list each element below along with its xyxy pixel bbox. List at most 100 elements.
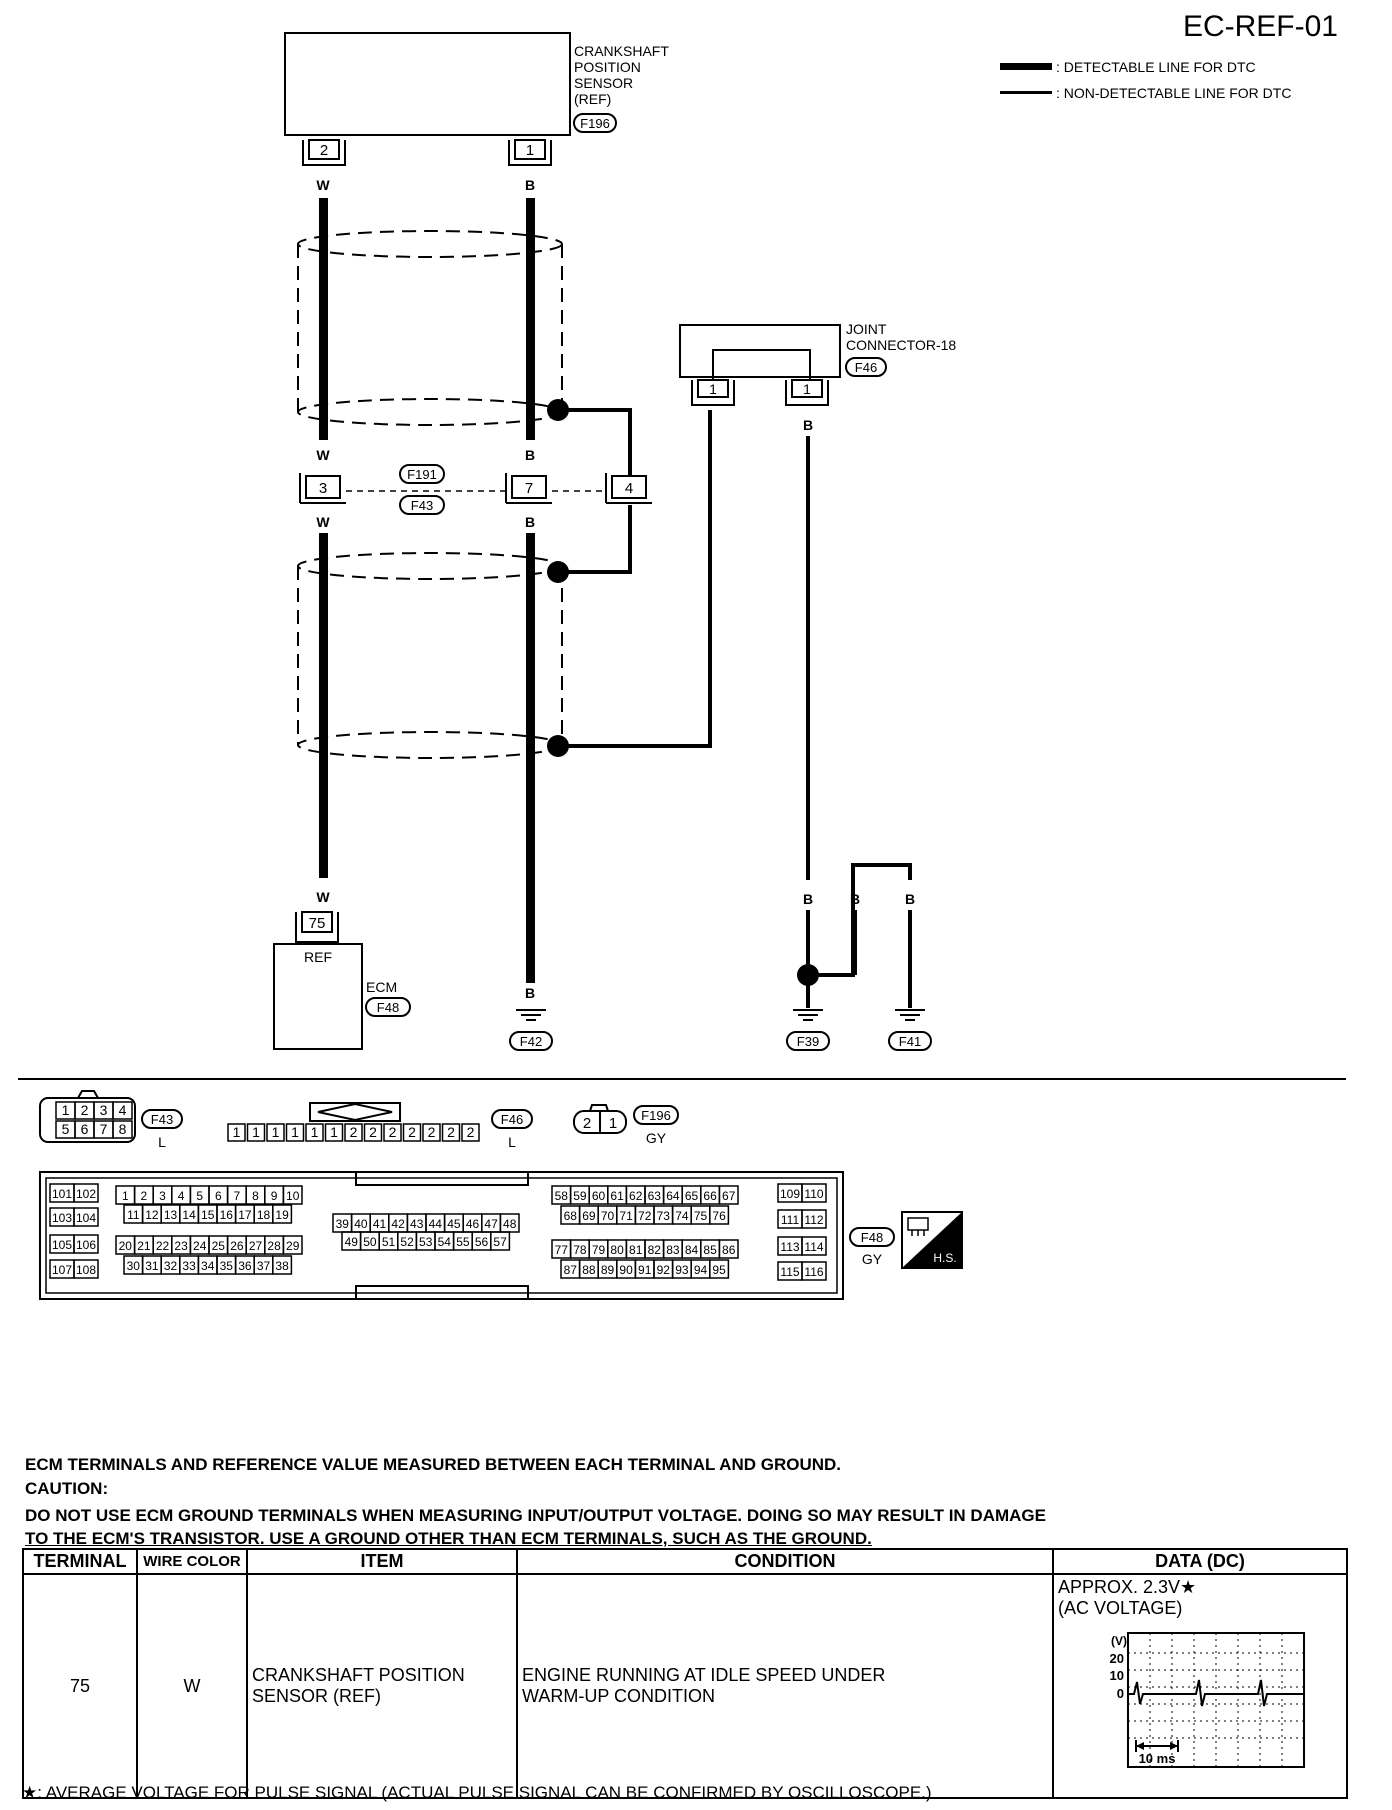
ecm-connector-id: F48 [377, 1000, 399, 1015]
connector-face-f196: 2 1 [573, 1104, 627, 1134]
f196-id: F196 [641, 1108, 671, 1123]
td-terminal: 75 [22, 1573, 138, 1799]
f48-pin-5: 5 [196, 1189, 203, 1203]
wire-color-w-4: W [316, 889, 330, 905]
f48-pin-39: 39 [336, 1217, 350, 1231]
f48-pin-67-cell [718, 1185, 739, 1205]
sensor-name-1: CRANKSHAFT [574, 43, 669, 59]
ecm-pin-housing [295, 912, 339, 943]
ecm-ref-label: REF [304, 949, 332, 965]
f48-pin-32: 32 [164, 1259, 178, 1273]
f48-pin-108-cell [73, 1259, 99, 1279]
inline-pin-b: 7 [525, 480, 533, 497]
f48-pin-110-cell [801, 1183, 827, 1203]
f48-pin-1: 1 [122, 1189, 129, 1203]
th-data: DATA (DC) [1052, 1548, 1348, 1575]
joint-internal-link [712, 349, 811, 393]
f48-pin-80: 80 [610, 1243, 624, 1257]
f43-pin-2: 2 [81, 1102, 89, 1118]
f43-pin-3: 3 [100, 1102, 108, 1118]
f48-pin-42: 42 [391, 1217, 405, 1231]
f48-pin-95: 95 [712, 1263, 726, 1277]
f48-pin-55: 55 [456, 1235, 470, 1249]
wire-color-w-1: W [316, 177, 330, 193]
wire-w-lower [319, 533, 328, 878]
f48-pin-57-cell [490, 1231, 511, 1251]
f48-pin-62: 62 [629, 1189, 643, 1203]
f48-pin-85: 85 [703, 1243, 717, 1257]
f48-pin-116: 116 [804, 1265, 823, 1279]
f46-pin-10-cell [402, 1123, 422, 1142]
sensor-pin-housing-right [508, 140, 552, 166]
f48-pin-59: 59 [573, 1189, 587, 1203]
f48-pin-81: 81 [629, 1243, 643, 1257]
f46-pin-1-cell [227, 1123, 246, 1142]
f48-pin-68: 68 [564, 1209, 578, 1223]
f48-pin-94: 94 [694, 1263, 708, 1277]
f43-pin-4: 4 [119, 1102, 127, 1118]
f48-pin-17: 17 [238, 1208, 252, 1222]
f43-oval [141, 1109, 183, 1129]
th-terminal: TERMINAL [22, 1548, 138, 1575]
shield-upper [297, 230, 563, 426]
f48-pin-7: 7 [234, 1189, 241, 1203]
f46-pin-3: 1 [272, 1124, 280, 1140]
f46-pin-7: 2 [350, 1124, 358, 1140]
wire-w-upper [319, 198, 328, 440]
sensor-pin-left-label: 2 [320, 142, 328, 159]
f48-pin-108: 108 [76, 1263, 96, 1277]
f48-pin-90: 90 [619, 1263, 633, 1277]
f48-pin-66: 66 [703, 1189, 717, 1203]
f48-pin-107: 107 [52, 1263, 72, 1277]
f48-pin-82: 82 [648, 1243, 662, 1257]
f48-pin-2: 2 [141, 1189, 148, 1203]
f48-pin-61: 61 [610, 1189, 624, 1203]
f48-pin-33: 33 [182, 1259, 196, 1273]
f48-pin-3: 3 [159, 1189, 166, 1203]
f46-pin-12-cell [441, 1123, 461, 1142]
f48-pin-12: 12 [145, 1208, 159, 1222]
f48-pin-10-cell [282, 1185, 303, 1205]
f46-pin-13-cell [461, 1123, 480, 1142]
drain-wire-middle [558, 505, 632, 574]
legend-thin-line [1000, 91, 1052, 94]
th-wire-color: WIRE COLOR [136, 1548, 248, 1575]
f43-pin-1: 1 [62, 1102, 70, 1118]
f43-pin-6: 6 [81, 1121, 89, 1137]
item-line-1: CRANKSHAFT POSITION [252, 1665, 465, 1685]
f43-pin-8: 8 [119, 1121, 127, 1137]
note-line-3: DO NOT USE ECM GROUND TERMINALS WHEN MEA… [25, 1506, 1046, 1525]
reference-table: TERMINAL WIRE COLOR ITEM CONDITION DATA … [22, 1548, 1348, 1799]
f196-oval [633, 1105, 679, 1125]
f48-pin-104-cell [73, 1207, 99, 1227]
f46-pin-11-cell [422, 1123, 441, 1142]
wire-color-w-3: W [316, 514, 330, 530]
f48-pin-103: 103 [52, 1211, 72, 1225]
sensor-pin-housing-left [302, 140, 346, 166]
f46-pin-13: 2 [467, 1124, 475, 1140]
f48-pin-16: 16 [220, 1208, 234, 1222]
inline-pin-w: 3 [319, 480, 327, 497]
f48-pin-69: 69 [582, 1209, 596, 1223]
wire-color-b-2: B [525, 447, 535, 463]
f48-pin-23: 23 [174, 1239, 188, 1253]
sensor-name-4: (REF) [574, 91, 611, 107]
f46-pin-6-cell [324, 1123, 344, 1142]
f48-pin-83: 83 [666, 1243, 680, 1257]
item-line-2: SENSOR (REF) [252, 1686, 382, 1706]
f48-pin-104: 104 [76, 1211, 96, 1225]
f48-pin-21: 21 [137, 1239, 151, 1253]
f48-color: GY [862, 1251, 883, 1267]
f48-pin-111: 111 [781, 1213, 800, 1227]
ground-label-f41: F41 [899, 1034, 921, 1049]
ecm-name: ECM [366, 979, 397, 995]
joint-connector-id: F46 [855, 360, 877, 375]
wire-color-g2: B [850, 891, 860, 907]
note-line-1: ECM TERMINALS AND REFERENCE VALUE MEASUR… [25, 1455, 842, 1474]
f46-pin-10: 2 [408, 1124, 416, 1140]
f48-pin-40: 40 [354, 1217, 368, 1231]
note-line-4: TO THE ECM'S TRANSISTOR. USE A GROUND OT… [25, 1529, 872, 1548]
f48-pin-110: 110 [804, 1187, 823, 1201]
joint-connector-oval [845, 357, 887, 377]
